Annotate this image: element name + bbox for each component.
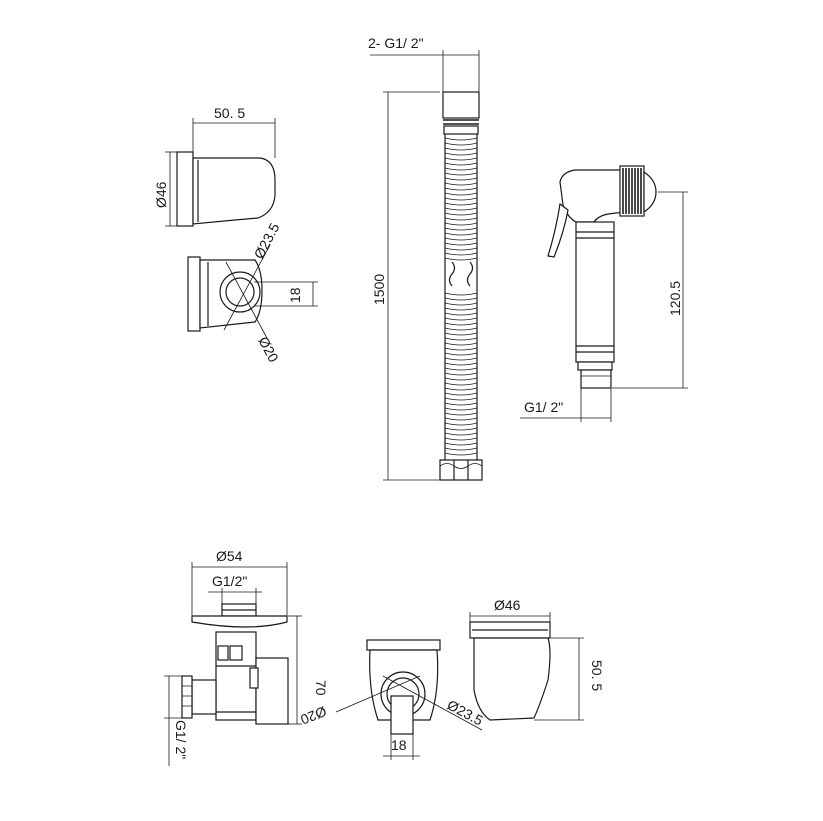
- sprayer-length-label: 120.5: [667, 281, 683, 316]
- sprayer-dims: 120.5 G1/ 2": [520, 191, 688, 422]
- front-inner-label: Ø20: [298, 703, 329, 728]
- sprayer-thread-label: G1/ 2": [524, 399, 563, 415]
- holder-front-view: [187, 256, 263, 332]
- valve-dims: Ø54 G1/2" 70 G1/ 2": [164, 548, 329, 766]
- hose-thread-label: 2- G1/ 2": [368, 35, 424, 51]
- holder-inner-label: Ø20: [255, 334, 282, 365]
- angle-valve: [181, 603, 289, 725]
- holder-dia-label: Ø46: [153, 181, 169, 208]
- holder-18-label: 18: [287, 287, 303, 303]
- hose-dimensions: 2- G1/ 2" 1500: [368, 35, 480, 481]
- valve-height-label: 70: [313, 680, 329, 696]
- hand-sprayer: [547, 165, 657, 389]
- valve-dia-label: Ø54: [216, 548, 243, 564]
- valve-thread-top-label: G1/2": [212, 573, 247, 589]
- holder-width-label: 50. 5: [214, 105, 245, 121]
- shower-hose: [439, 91, 483, 481]
- holder-side-view: [176, 151, 276, 227]
- side-dia-label: Ø46: [494, 597, 521, 613]
- holder-side-dims: 50. 5 Ø46: [153, 105, 276, 227]
- wall-holder-side-dims: Ø46 50. 5: [469, 597, 605, 721]
- side-height-label: 50. 5: [589, 660, 605, 691]
- front-18-label: 18: [391, 737, 407, 753]
- valve-thread-side-label: G1/ 2": [173, 720, 189, 759]
- holder-hole-label: Ø23.5: [251, 220, 283, 261]
- wall-holder-side: [469, 621, 551, 721]
- hose-length-label: 1500: [371, 274, 387, 305]
- wall-holder-front: [366, 639, 441, 735]
